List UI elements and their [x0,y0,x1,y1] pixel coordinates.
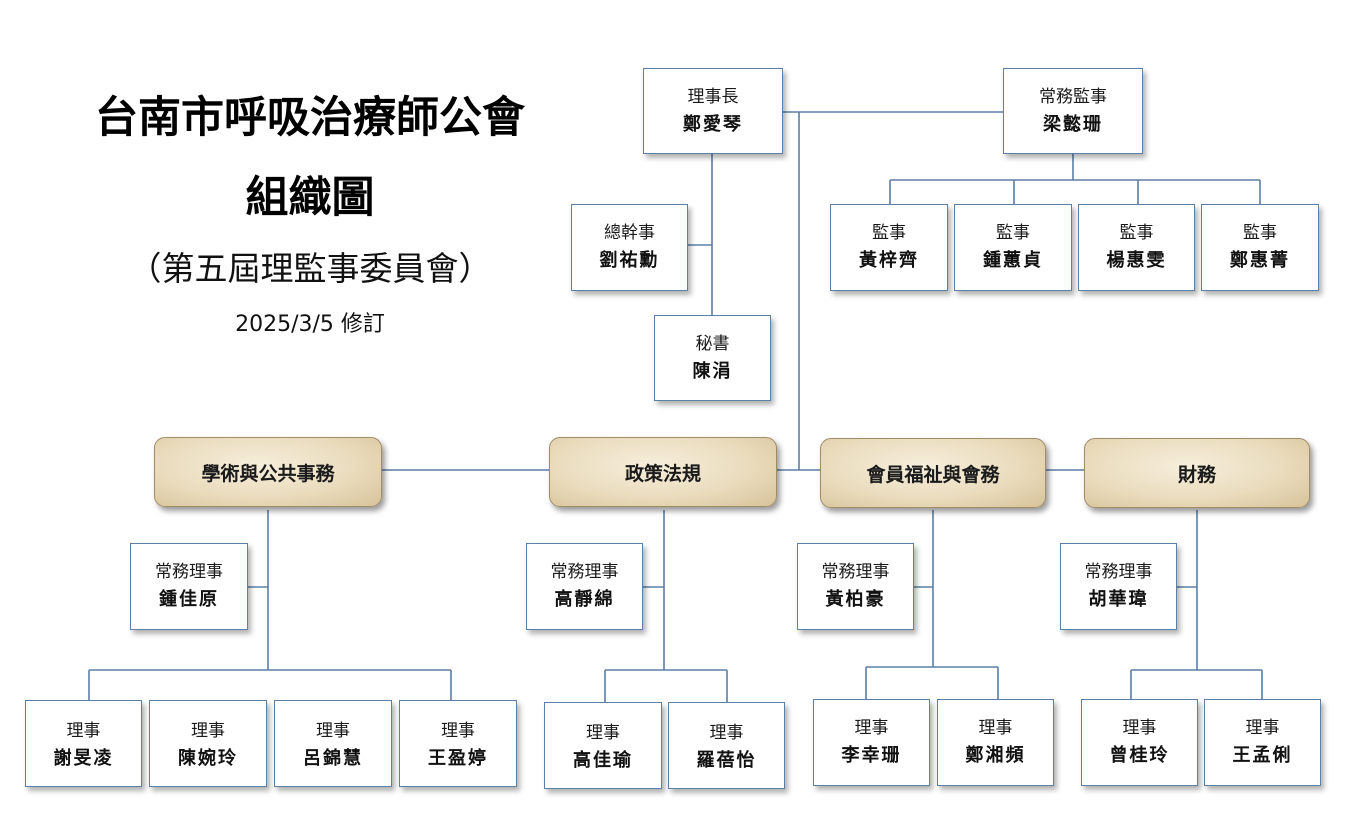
secretary-general-role: 總幹事 [604,223,655,243]
page-title: 台南市呼吸治療師公會 [95,93,525,143]
department-finance: 財務 [1084,438,1310,508]
director-name: 呂錦慧 [303,748,363,769]
secretary-general-name: 劉祐勳 [599,250,660,271]
supervisor-role: 監事 [1119,223,1154,243]
director-name: 陳婉玲 [178,748,238,769]
supervisor-role: 監事 [996,223,1030,243]
director-box: 理事 羅蓓怡 [668,702,785,789]
director-name: 王孟俐 [1232,745,1293,766]
director-role: 理事 [1245,718,1280,738]
supervisor-box: 監事 楊惠雯 [1078,204,1195,291]
standing-director-name: 高靜綿 [554,589,615,610]
director-role: 理事 [1122,718,1157,738]
director-box: 理事 謝旻凌 [25,700,142,787]
director-name: 曾桂玲 [1109,745,1170,766]
supervisor-box: 監事 鄭惠菁 [1201,204,1319,291]
director-name: 鄭湘頻 [965,745,1026,766]
director-name: 高佳瑜 [573,750,633,771]
director-box: 理事 王盈婷 [399,700,517,787]
supervisor-box: 監事 鍾蕙貞 [954,204,1072,291]
director-role: 理事 [586,723,620,743]
director-role: 理事 [316,721,350,741]
supervisor-name: 楊惠雯 [1106,250,1167,271]
department-policy: 政策法規 [549,437,777,507]
secretary-name: 陳涓 [692,361,733,382]
chair-role: 理事長 [687,87,739,107]
supervisor-name: 黃梓齊 [859,250,919,271]
director-role: 理事 [191,721,225,741]
director-role: 理事 [66,721,101,741]
standing-director-box: 常務理事 黃柏豪 [797,543,914,630]
director-box: 理事 李幸珊 [813,699,930,786]
director-role: 理事 [709,723,744,743]
director-role: 理事 [854,718,889,738]
supervisor-name: 鍾蕙貞 [983,250,1043,271]
chair-box: 理事長 鄭愛琴 [643,68,783,154]
director-box: 理事 高佳瑜 [544,702,662,789]
standing-supervisor-role: 常務監事 [1039,87,1107,107]
standing-director-box: 常務理事 胡華瑋 [1060,543,1177,630]
secretary-general-box: 總幹事 劉祐勳 [571,204,688,291]
department-member-welfare: 會員福祉與會務 [820,438,1046,508]
standing-director-box: 常務理事 鍾佳原 [130,543,248,630]
director-name: 李幸珊 [841,745,902,766]
revision-date: 2025/3/5 修訂 [235,312,385,337]
supervisor-box: 監事 黃梓齊 [830,204,948,291]
chair-name: 鄭愛琴 [683,114,743,135]
director-role: 理事 [978,718,1013,738]
supervisor-role: 監事 [1243,223,1277,243]
standing-director-name: 胡華瑋 [1088,589,1149,610]
director-box: 理事 陳婉玲 [149,700,267,787]
director-box: 理事 王孟俐 [1204,699,1321,786]
standing-director-role: 常務理事 [821,562,890,582]
standing-supervisor-box: 常務監事 梁懿珊 [1003,68,1143,154]
page-subtitle: 組織圖 [245,173,375,223]
standing-director-name: 黃柏豪 [825,589,886,610]
committee-label: （第五屆理監事委員會） [128,249,492,288]
department-academic: 學術與公共事務 [154,437,382,507]
director-name: 謝旻凌 [53,748,114,769]
secretary-box: 秘書 陳涓 [654,315,771,401]
director-box: 理事 鄭湘頻 [937,699,1054,786]
standing-director-role: 常務理事 [550,562,619,582]
secretary-role: 秘書 [695,334,730,354]
standing-director-name: 鍾佳原 [159,589,219,610]
director-role: 理事 [441,721,475,741]
director-box: 理事 曾桂玲 [1081,699,1198,786]
director-name: 王盈婷 [428,748,488,769]
director-name: 羅蓓怡 [696,750,757,771]
standing-director-box: 常務理事 高靜綿 [526,543,643,630]
standing-director-role: 常務理事 [1084,562,1153,582]
director-box: 理事 呂錦慧 [274,700,392,787]
supervisor-role: 監事 [872,223,906,243]
standing-director-role: 常務理事 [155,562,223,582]
supervisor-name: 鄭惠菁 [1230,250,1290,271]
standing-supervisor-name: 梁懿珊 [1043,114,1103,135]
